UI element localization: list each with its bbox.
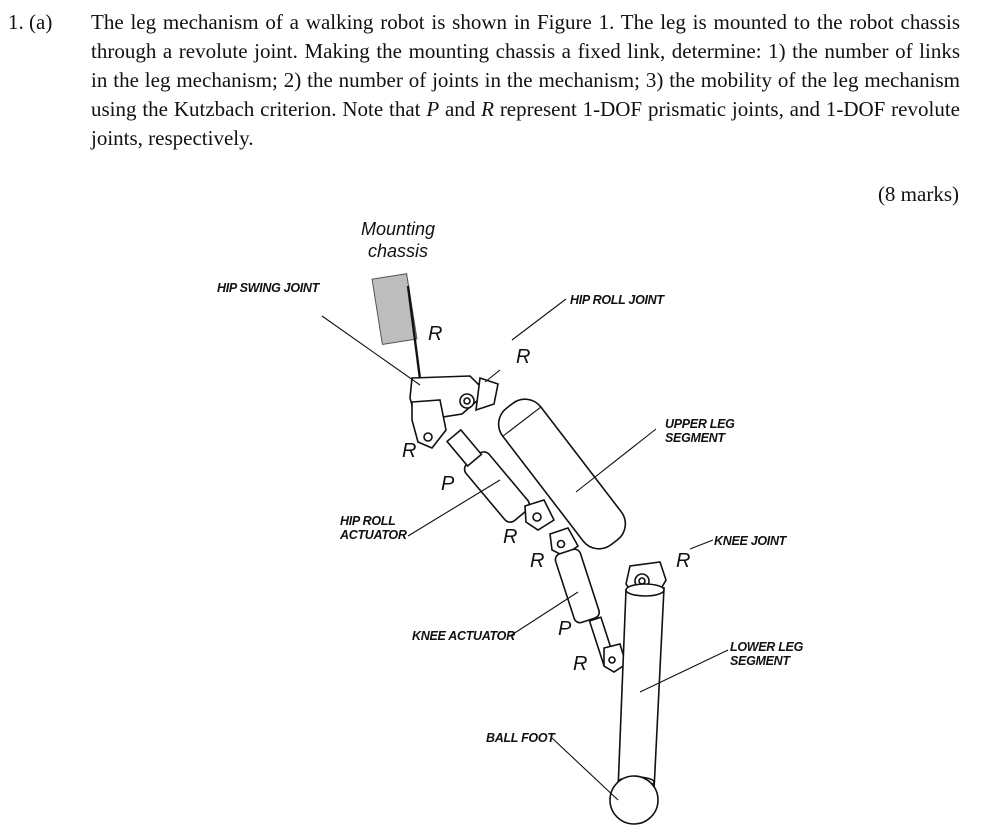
joint-marker-hip-swing: R (428, 323, 442, 345)
label-lower-leg-1: LOWER LEG (730, 640, 804, 654)
ball-foot (609, 775, 659, 825)
joint-marker-hip-actuator-base: R (402, 440, 416, 462)
joint-marker-knee: R (676, 550, 690, 572)
label-upper-leg-1: UPPER LEG (665, 417, 735, 431)
hip-pin-2-inner (463, 397, 471, 405)
marks-label: (8 marks) (877, 182, 959, 206)
hip-roll-actuator-pin (532, 512, 542, 522)
question-text-part2: represent 1-DOF prismatic joints, and 1-… (91, 97, 960, 150)
knee-joint-pin-inner (638, 577, 646, 585)
symbol-r: R (481, 97, 494, 121)
hip-pin-1 (423, 432, 433, 442)
leader-hip-roll (511, 298, 567, 341)
leader-knee-joint (689, 539, 714, 550)
joint-marker-hip-actuator-end: R (503, 526, 517, 548)
label-knee-actuator: KNEE ACTUATOR (412, 629, 515, 643)
leader-knee-actuator (509, 591, 579, 637)
lower-leg-segment (617, 587, 665, 791)
leader-hip-roll-actuator (407, 479, 501, 537)
hip-roll-actuator (445, 428, 531, 523)
label-mounting: Mounting (361, 219, 435, 239)
question-text-part1: The leg mechanism of a walking robot is … (91, 10, 960, 121)
label-knee-joint: KNEE JOINT (714, 534, 788, 548)
hip-roll-bracket (475, 376, 499, 412)
joint-marker-hip-roll: R (516, 346, 530, 368)
leader-hip-swing (321, 315, 421, 386)
label-ball-foot: BALL FOOT (486, 731, 556, 745)
question-number: 1. (a) (8, 10, 53, 34)
joint-marker-knee-actuator-top: R (530, 550, 544, 572)
label-lower-leg-2: SEGMENT (730, 654, 791, 668)
knee-actuator-bottom-pin (608, 656, 616, 664)
leader-ball-foot (551, 737, 619, 801)
label-chassis: chassis (368, 241, 428, 261)
question-text: The leg mechanism of a walking robot is … (91, 8, 960, 153)
joint-marker-knee-actuator-prismatic: P (558, 618, 572, 640)
label-hip-roll-actuator-1: HIP ROLL (340, 514, 395, 528)
label-hip-swing-joint: HIP SWING JOINT (217, 281, 321, 295)
knee-actuator (554, 548, 601, 624)
joint-marker-hip-actuator-prismatic: P (441, 473, 455, 495)
symbol-p: P (426, 97, 440, 121)
label-upper-leg-2: SEGMENT (665, 431, 726, 445)
joint-marker-knee-actuator-bottom: R (573, 653, 587, 675)
upper-leg-segment (497, 398, 627, 550)
lower-leg-cap (625, 583, 665, 597)
leader-upper-leg (575, 428, 657, 493)
question-text-and: and (439, 97, 482, 121)
knee-actuator-top-pin (556, 539, 566, 549)
leader-lower-leg (639, 649, 729, 693)
label-hip-roll-joint: HIP ROLL JOINT (570, 293, 665, 307)
hip-bracket-clevis (411, 399, 447, 449)
leader-hip-roll-2 (484, 369, 501, 383)
label-hip-roll-actuator-2: ACTUATOR (339, 528, 407, 542)
